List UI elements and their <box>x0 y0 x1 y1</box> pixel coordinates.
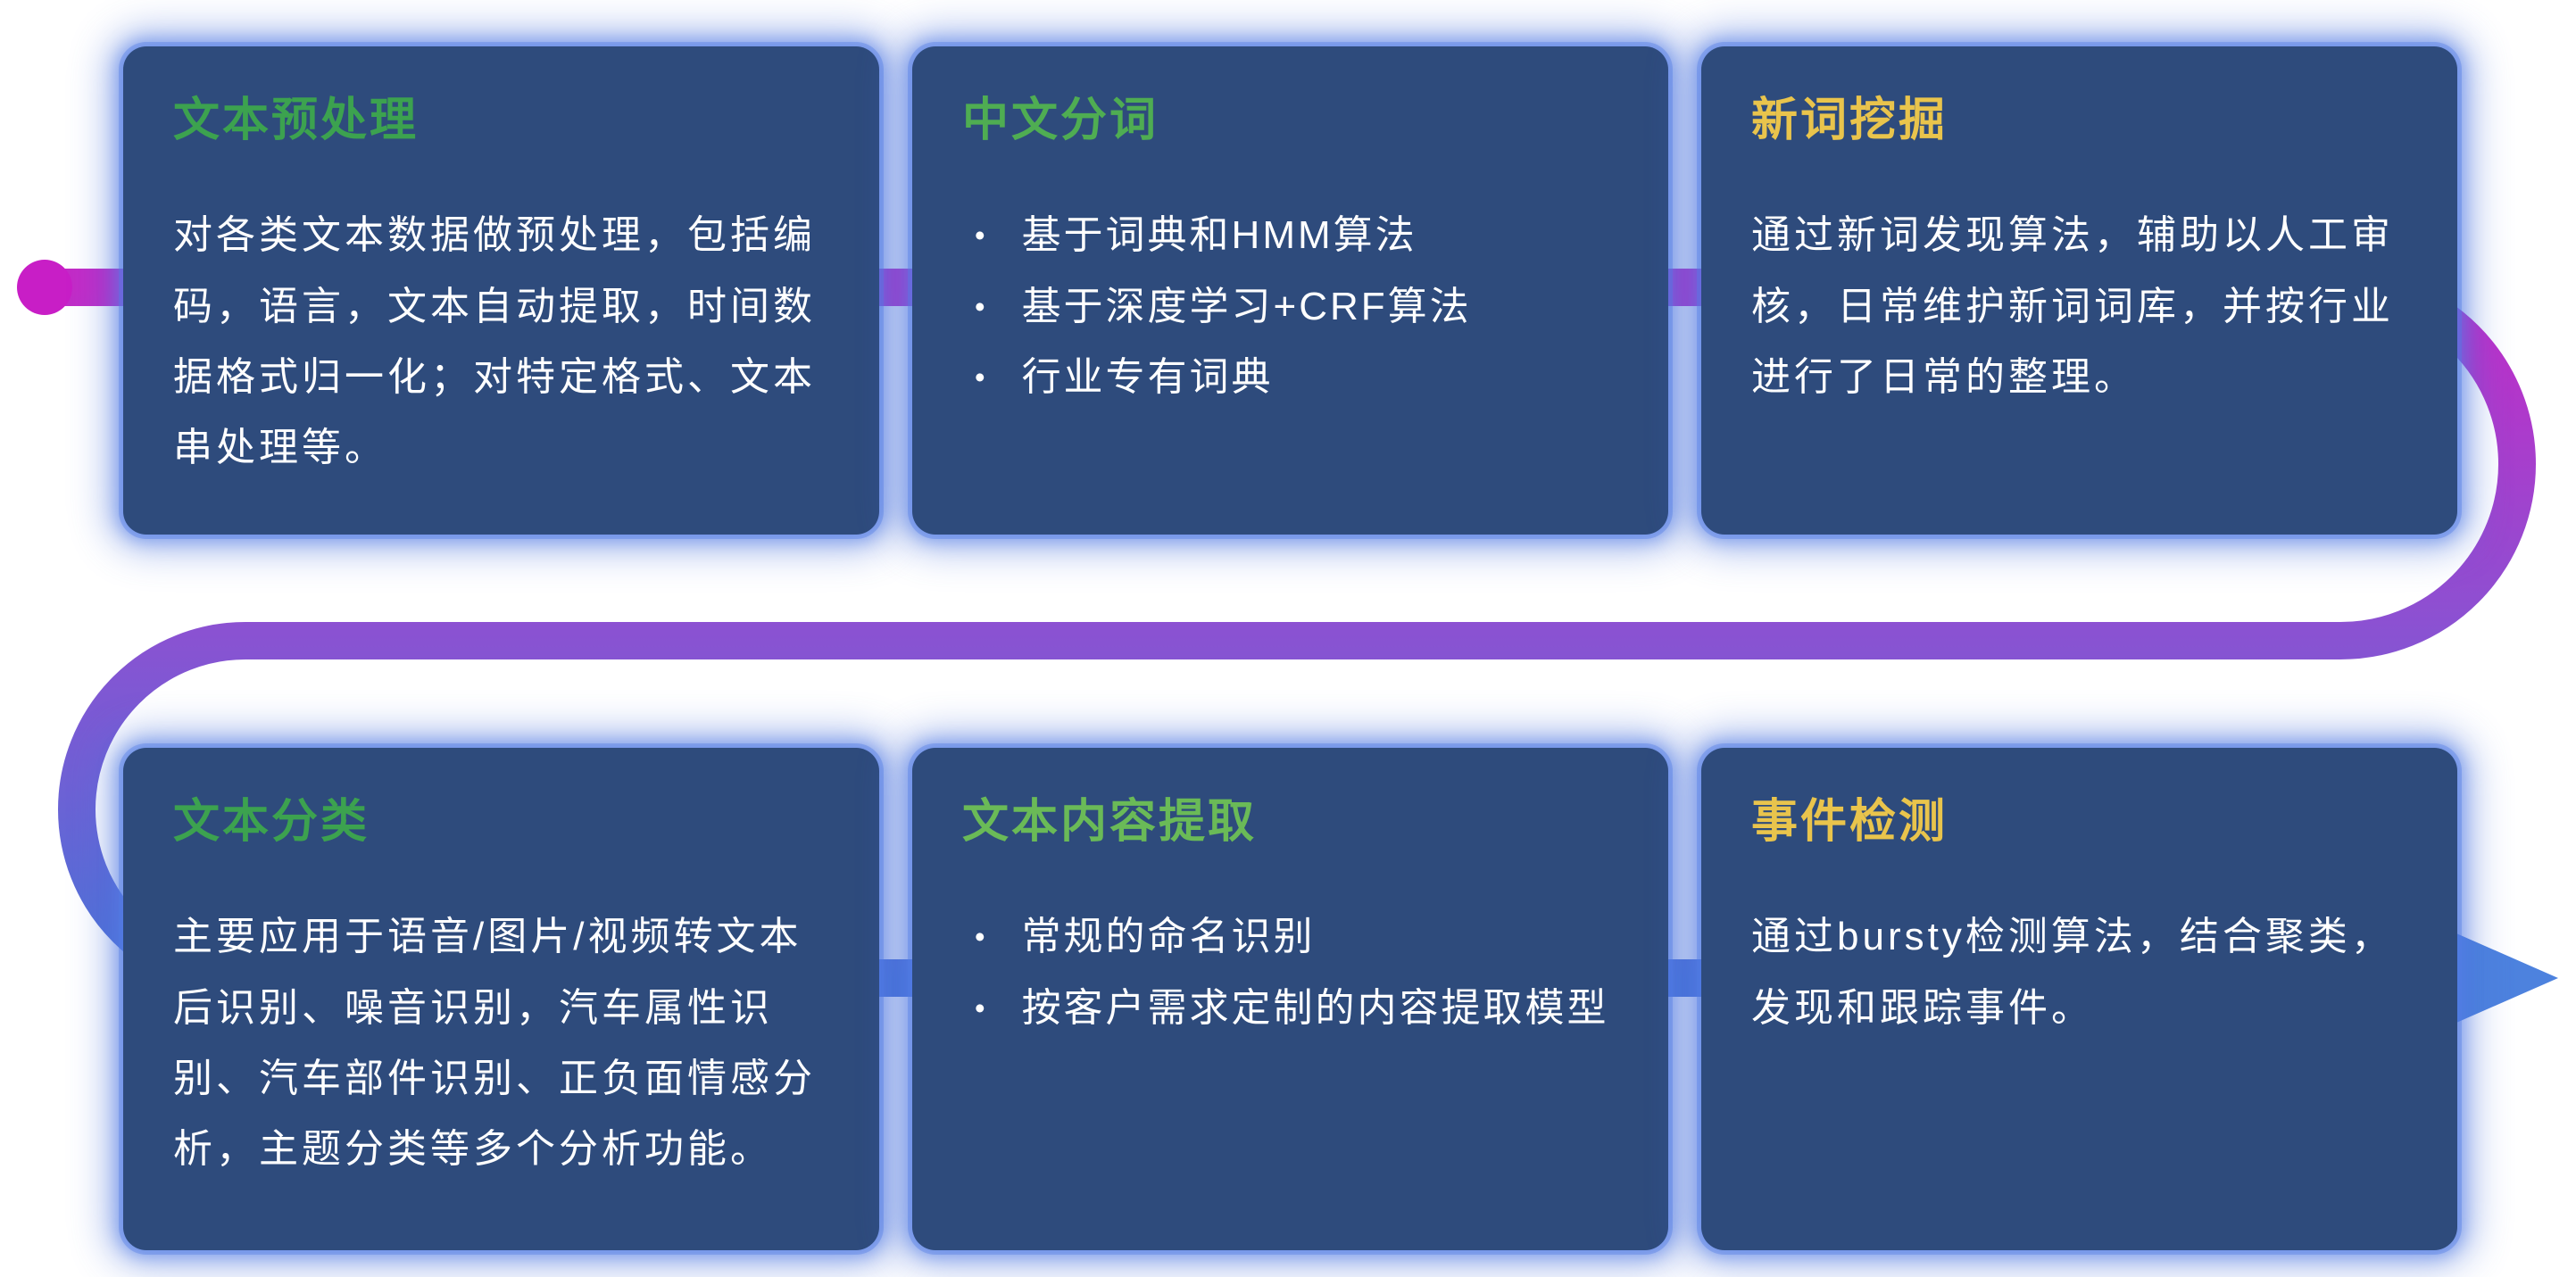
card-title: 新词挖掘 <box>1751 95 1949 146</box>
bullet-text: 基于深度学习+CRF算法 <box>1021 284 1472 328</box>
card-bullet-list: • 基于词典和HMM算法 • 基于深度学习+CRF算法 • 行业专有词典 <box>962 200 1618 412</box>
flow-arrow-icon <box>2456 933 2558 1023</box>
card-chinese-word-segmentation: 中文分词 • 基于词典和HMM算法 • 基于深度学习+CRF算法 • 行业专有词… <box>912 46 1668 535</box>
card-text-classification: 文本分类 主要应用于语音/图片/视频转文本后识别、噪音识别，汽车属性识别、汽车部… <box>123 748 879 1250</box>
bullet-item: • 基于深度学习+CRF算法 <box>962 271 1618 342</box>
card-title: 中文分词 <box>962 95 1159 146</box>
flow-start-dot-icon <box>17 260 72 315</box>
flow-path <box>45 269 2537 997</box>
bullet-icon: • <box>975 991 988 1024</box>
card-body-text: 主要应用于语音/图片/视频转文本后识别、噪音识别，汽车属性识别、汽车部件识别、正… <box>173 915 816 1171</box>
bullet-item: • 基于词典和HMM算法 <box>962 200 1618 270</box>
card-title: 文本预处理 <box>173 95 420 146</box>
card-title: 事件检测 <box>1751 796 1949 848</box>
card-text-content-extraction: 文本内容提取 • 常规的命名识别 • 按客户需求定制的内容提取模型 <box>912 748 1668 1250</box>
bullet-text: 行业专有词典 <box>1021 354 1274 399</box>
bullet-text: 按客户需求定制的内容提取模型 <box>1021 985 1609 1030</box>
card-event-detection: 事件检测 通过bursty检测算法，结合聚类，发现和跟踪事件。 <box>1701 748 2457 1250</box>
card-body-text: 通过bursty检测算法，结合聚类，发现和跟踪事件。 <box>1751 915 2394 1030</box>
card-text-preprocessing: 文本预处理 对各类文本数据做预处理，包括编码，语言，文本自动提取，时间数据格式归… <box>123 46 879 535</box>
bullet-item: • 常规的命名识别 <box>962 901 1618 972</box>
card-new-word-mining: 新词挖掘 通过新词发现算法，辅助以人工审核，日常维护新词词库，并按行业进行了日常… <box>1701 46 2457 535</box>
card-title: 文本内容提取 <box>962 796 1258 848</box>
bullet-text: 常规的命名识别 <box>1021 915 1316 959</box>
card-bullet-list: • 常规的命名识别 • 按客户需求定制的内容提取模型 <box>962 901 1618 1042</box>
card-title: 文本分类 <box>173 796 370 848</box>
bullet-icon: • <box>975 219 988 253</box>
bullet-item: • 按客户需求定制的内容提取模型 <box>962 973 1618 1043</box>
card-body-text: 通过新词发现算法，辅助以人工审核，日常维护新词词库，并按行业进行了日常的整理。 <box>1751 213 2394 399</box>
bullet-item: • 行业专有词典 <box>962 342 1618 412</box>
bullet-text: 基于词典和HMM算法 <box>1021 213 1417 258</box>
bullet-icon: • <box>975 360 988 394</box>
card-body-text: 对各类文本数据做预处理，包括编码，语言，文本自动提取，时间数据格式归一化；对特定… <box>173 213 816 469</box>
bullet-icon: • <box>975 289 988 323</box>
bullet-icon: • <box>975 920 988 954</box>
